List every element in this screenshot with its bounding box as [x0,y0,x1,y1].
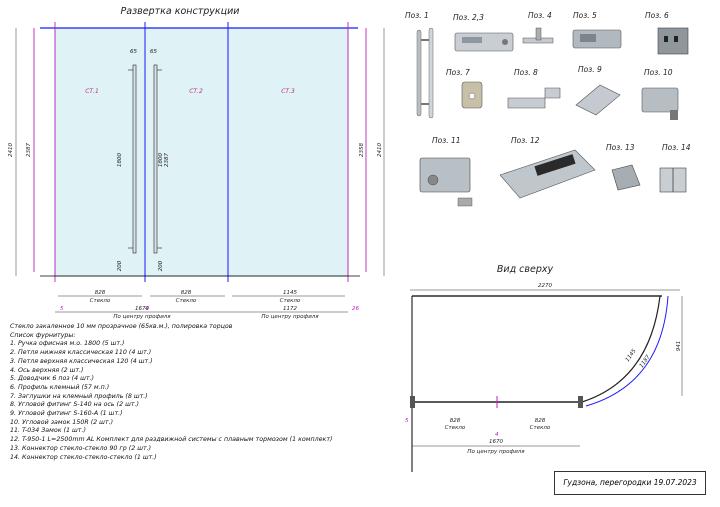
plan-arc-glass [581,295,661,403]
bottom-dim-2-glass: Стекло [176,298,197,304]
bottom-dim-1-value: 828 [95,290,106,296]
overall-dim-right-note: По центру профиля [261,314,319,320]
pos-label-12: Поз. 12 [511,136,540,145]
pos-label-7: Поз. 7 [446,68,470,77]
plan-arc-rail [585,295,669,407]
pos-label-11: Поз. 11 [432,136,461,145]
note-line: 14. Коннектор стекло-стекло-стекло (1 шт… [10,453,157,461]
bottom-dim-3-value: 1145 [283,290,297,296]
handle-left [128,64,137,254]
corner-fitting-140-image [507,87,561,109]
note-line: 7. Заглушки на клемный профиль (8 шт.) [10,392,148,400]
note-line: 1. Ручка офисная м.о. 1800 (5 шт.) [10,340,125,348]
handle-bottom-right: 200 [158,260,164,271]
overall-dim-right-value: 1172 [283,306,297,312]
panel-2-label: СТ.2 [189,88,203,95]
plan-fitting-left [410,396,415,408]
pos-label-8: Поз. 8 [514,68,538,77]
pos-label-13: Поз. 13 [606,143,635,152]
note-line: 4. Ось верхняя (2 шт.) [10,366,84,374]
note-line: 11. T-034 Замок (1 шт.) [10,427,86,435]
note-line: 5. Доводчик 6 поз (4 шт.) [10,375,94,383]
bottom-dim-3-glass: Стекло [280,298,301,304]
plan-arc-len: 1145 [625,348,638,363]
axis-image [522,27,554,44]
handle-length-left: 1800 [117,153,123,167]
plan-gap-mid: 4 [495,432,499,438]
hinge-image [454,32,514,52]
note-line: 3. Петля верхняя классическая 120 (4 шт.… [10,357,153,365]
pos-label-6: Поз. 6 [645,11,669,20]
gap-left: 5 [60,306,64,312]
note-line: Стекло закаленное 10 мм прозрачное (65кв… [10,323,233,330]
hardware-catalog: Поз. 1 Поз. 2,3 Поз. 4 Поз. 5 Поз. 6 Поз… [405,11,691,152]
glass-panel-1 [54,27,146,277]
handle-length-right: 1800 [158,153,164,167]
glass-panel-3 [227,27,349,277]
notes-block: Стекло закаленное 10 мм прозрачное (65кв… [10,323,410,462]
end-cap-image [461,81,483,109]
connector-90-image [611,164,641,191]
note-line: 8. Угловой фитинг S-140 на ось (2 шт.) [10,401,140,409]
plan-glass2-word: Стекло [530,425,551,431]
plan-depth-value: 941 [676,341,682,352]
gap-right: 26 [352,306,359,312]
clamp-profile-image [657,27,689,55]
corner-lock-image [641,87,679,120]
handle-right [153,64,162,254]
plan-gap-left: 5 [405,418,409,424]
handle-bottom-left: 200 [117,260,123,271]
pos-label-10: Поз. 10 [644,68,673,77]
closer-image [572,29,622,49]
plan-glass1-value: 828 [450,418,461,424]
gap-mid: 4 [145,306,149,312]
bottom-dim-2-value: 828 [181,290,192,296]
note-line: 6. Профиль клемный (57 м.п.) [10,383,110,391]
dim-glass-right-text: 2358 [359,143,365,157]
connector-3way-image [659,167,687,193]
pos-label-9: Поз. 9 [578,65,602,74]
plan-fitting-right [578,396,583,408]
dim-height-left-text: 2410 [8,143,14,157]
note-line: 10. Угловой замок 150R (2 шт.) [10,418,114,426]
handle-offset-left: 65 [130,49,137,55]
pos-label-4: Поз. 4 [528,11,552,20]
dim-height-right-text: 2410 [377,143,383,157]
pos-label-1: Поз. 1 [405,11,429,20]
note-line: 9. Угловой фитинг S-160-A (1 шт.) [10,410,123,418]
note-line: 2. Петля нижняя классическая 110 (4 шт.) [10,349,152,357]
plan-title: Вид сверху [497,264,554,275]
plan-width-value: 1670 [489,439,503,445]
dim-glass-mid-text: 2387 [164,153,170,167]
panel-3-label: СТ.3 [281,88,295,95]
plan-width-note: По центру профиля [467,449,525,455]
plan-total-value: 2270 [538,283,552,289]
corner-fitting-160-image [575,84,621,116]
handle-offset-right: 65 [150,49,157,55]
note-line: 12. T-950-1 L=2500mm AL Комплект для раз… [10,436,333,444]
note-line: 13. Коннектор стекло-стекло 90 гр (2 шт.… [10,444,152,452]
overall-dim-left-note: По центру профиля [113,314,171,320]
title-stamp: Гудзона, перегородки 19.07.2023 [554,471,706,495]
pos-label-14: Поз. 14 [662,143,691,152]
plan-glass1-word: Стекло [445,425,466,431]
plan-glass2-value: 828 [535,418,546,424]
front-title: Развертка конструкции [121,6,240,17]
sliding-kit-image [499,149,596,199]
glass-panel-2 [144,27,229,277]
pos-label-5: Поз. 5 [573,11,597,20]
handle-image [416,27,434,119]
bottom-dim-1-glass: Стекло [90,298,111,304]
note-line: Список фурнитуры: [10,331,76,339]
lock-image [419,157,473,207]
dim-glass-left-text: 2387 [26,143,32,157]
pos-label-2: Поз. 2,3 [453,13,484,22]
overall-dim-left-value: 1670 [135,306,149,312]
panel-1-label: СТ.1 [85,88,99,95]
